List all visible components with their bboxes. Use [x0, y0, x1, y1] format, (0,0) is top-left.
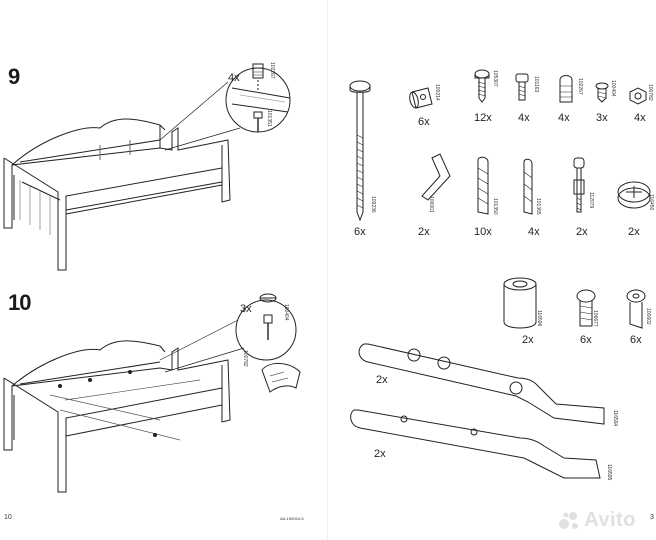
- hw-qty-109236: 6x: [354, 226, 366, 238]
- hw-part-109236: 109236: [370, 196, 376, 213]
- hw-part-105307: 105307: [492, 70, 498, 87]
- step-9-callout-qty: 4x: [228, 72, 240, 84]
- hw-qty-101365: 4x: [528, 226, 540, 238]
- hw-qty-112079: 2x: [576, 226, 588, 238]
- left-page: 9 4x 102267 101351 1: [3, 62, 304, 521]
- step-10-callout-qty: 3x: [240, 303, 252, 315]
- right-page-number: 3: [650, 514, 654, 521]
- hw-qty-100602: 6x: [630, 334, 642, 346]
- hw-part-100214: 100214: [434, 84, 440, 101]
- hw-part-116450: 116450: [648, 194, 654, 211]
- hw-qty-116450: 2x: [628, 226, 640, 238]
- hw-part-102267: 102267: [577, 78, 583, 95]
- left-page-number: 10: [4, 514, 12, 521]
- page-gutter: [327, 0, 328, 540]
- hw-qty-100214: 6x: [418, 116, 430, 128]
- step-9-number: 9: [8, 64, 20, 89]
- hw-qty-100782: 4x: [634, 112, 646, 124]
- step-9-illustration: [3, 63, 291, 271]
- hw-part-101365: 101365: [535, 198, 541, 215]
- slat-qty-116595: 2x: [374, 448, 386, 460]
- hw-qty-105307: 12x: [474, 112, 492, 124]
- hw-part-106677: 106677: [592, 310, 598, 327]
- hw-qty-100001: 2x: [418, 226, 430, 238]
- hw-part-101163: 101163: [533, 76, 539, 93]
- step-10-illustration: [3, 293, 301, 493]
- hw-qty-116596: 2x: [522, 334, 534, 346]
- hw-part-100404: 100404: [610, 80, 616, 97]
- slat-qty-116594: 2x: [376, 374, 388, 386]
- right-page: 6x 100214 12x 105307 4x 101163 4x 102267…: [328, 0, 656, 540]
- avito-watermark-text: Avito: [584, 509, 636, 531]
- left-doc-code: AA-159004-5: [280, 516, 304, 521]
- slat-part-116594: 116594: [612, 410, 618, 427]
- hw-part-100602: 100602: [645, 308, 651, 325]
- hw-qty-102267: 4x: [558, 112, 570, 124]
- step-10-number: 10: [8, 290, 32, 315]
- hardware-illustrations: [349, 69, 651, 479]
- hw-part-116596: 116596: [536, 310, 542, 327]
- hw-part-100001: 100001: [428, 196, 434, 213]
- avito-watermark: Avito: [558, 509, 636, 532]
- hw-qty-106677: 6x: [580, 334, 592, 346]
- hw-part-101350: 101350: [492, 198, 498, 215]
- hw-qty-101163: 4x: [518, 112, 530, 124]
- hw-qty-100404: 3x: [596, 112, 608, 124]
- avito-logo-icon: [559, 511, 579, 529]
- hw-qty-101350: 10x: [474, 226, 492, 238]
- step-10-part-b: 100782: [242, 350, 248, 367]
- slat-part-116595: 116595: [606, 464, 612, 481]
- hw-part-100782: 100782: [647, 84, 653, 101]
- step-10-part-a: 100404: [283, 304, 289, 321]
- hw-part-112079: 112079: [588, 192, 594, 209]
